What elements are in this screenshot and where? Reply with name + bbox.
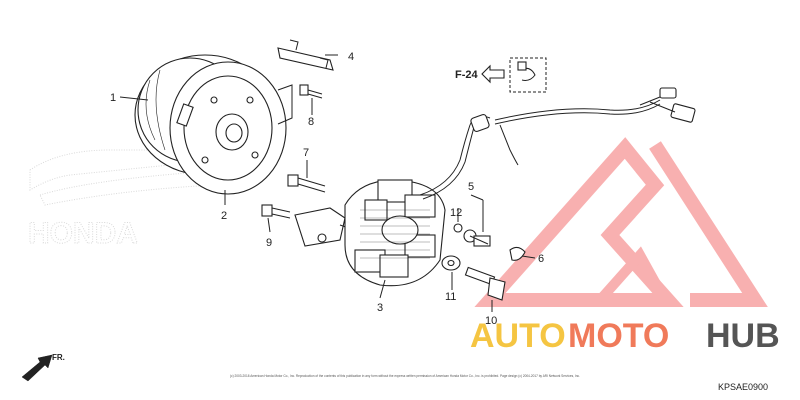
reference-arrow-icon <box>481 57 547 93</box>
callout-11: 11 <box>445 291 456 303</box>
bolt-part-5 <box>463 229 491 247</box>
front-direction-arrow-icon <box>21 354 53 382</box>
bolt-part-10 <box>464 266 506 301</box>
callout-10: 10 <box>485 315 497 327</box>
bolt-part-7 <box>287 174 326 193</box>
direction-label: FR. <box>52 353 65 362</box>
callout-3: 3 <box>377 302 383 314</box>
washer-part-11 <box>441 255 461 271</box>
callout-leaders <box>119 54 536 312</box>
grommet-part-6 <box>509 246 526 261</box>
bolt-part-9 <box>261 204 291 219</box>
washer-part-12 <box>453 223 463 233</box>
copyright-text: (c) 2003-2018 American Honda Motor Co., … <box>230 373 580 378</box>
callout-6: 6 <box>538 253 544 265</box>
watermark-text-moto: MOTO <box>568 317 669 355</box>
clip-part-4 <box>277 39 334 71</box>
part-code: KPSAE0900 <box>718 382 768 392</box>
honda-wing-logo: HONDA <box>28 149 221 251</box>
flywheel-part <box>134 54 293 195</box>
bolt-part-8 <box>299 84 323 99</box>
stator-part-3 <box>344 124 475 287</box>
watermark-logo-icon <box>474 137 768 307</box>
callout-7: 7 <box>303 147 309 159</box>
callout-5: 5 <box>468 181 474 193</box>
watermark-text-auto: AUTO <box>470 317 566 355</box>
callout-9: 9 <box>266 237 272 249</box>
watermark-brand: AUTO MOTO HUB <box>470 317 780 355</box>
callout-8: 8 <box>308 116 314 128</box>
watermark-text-hub: HUB <box>706 317 780 355</box>
reference-label: F-24 <box>455 69 479 81</box>
callout-4: 4 <box>348 51 354 63</box>
callout-12: 12 <box>450 207 462 219</box>
honda-logo-text: HONDA <box>28 217 138 250</box>
wire-harness <box>469 87 696 166</box>
callout-1: 1 <box>110 92 116 104</box>
callout-2: 2 <box>221 210 227 222</box>
